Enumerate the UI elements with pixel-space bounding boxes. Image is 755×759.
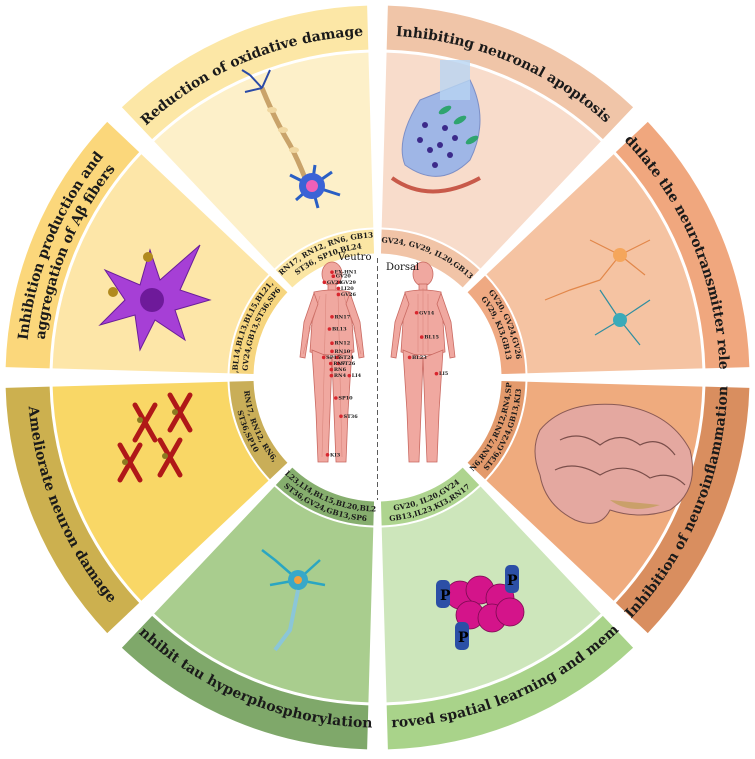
front-point-label-GV29: GV29 xyxy=(341,280,357,286)
outer-band-tau xyxy=(121,615,369,750)
front-point-ST26 xyxy=(336,361,341,366)
front-point-label-EX-HN1: EX-HN1 xyxy=(335,270,357,276)
back-body-figure xyxy=(390,261,456,463)
illustration-band-oxidative xyxy=(154,52,374,269)
front-point-RN12 xyxy=(330,341,334,346)
back-point-label-LI5: LI5 xyxy=(439,371,449,377)
synapse-illustration xyxy=(390,60,481,194)
svg-text:P: P xyxy=(507,573,518,589)
front-point-GV24 xyxy=(322,280,327,285)
front-point-label-RN6: RN6 xyxy=(334,367,347,373)
back-point-GV14 xyxy=(414,310,419,315)
front-point-label-GV26: GV26 xyxy=(341,292,357,298)
front-point-label-LI4: LI4 xyxy=(352,373,362,379)
acupoint-band-oxidative xyxy=(275,229,375,288)
front-point-label-SP10: SP10 xyxy=(338,396,353,402)
acupoint-band-neuron_damage xyxy=(229,380,288,480)
neuron-apoptosis-illustration xyxy=(241,69,341,209)
acupoint-band-tau xyxy=(275,467,375,526)
front-point-SP15 xyxy=(321,355,326,360)
front-point-ST36 xyxy=(339,414,343,419)
illustration-band-neurotransmitter xyxy=(486,154,703,374)
back-point-BL15 xyxy=(419,335,424,339)
front-point-SP10 xyxy=(334,396,338,400)
outer-band-spatial xyxy=(386,615,634,750)
brain-illustration xyxy=(534,403,693,524)
illustration-band-tau xyxy=(154,486,374,703)
front-point-label-KI3: KI3 xyxy=(330,452,341,458)
back-point-label-BL15: BL15 xyxy=(424,335,439,341)
front-point-label-ST36: ST36 xyxy=(343,414,358,420)
front-point-GV29 xyxy=(336,280,341,285)
damaged-neuron-illustration xyxy=(261,549,326,652)
front-point-label-BL13: BL13 xyxy=(332,326,347,332)
front-point-EX-HN1 xyxy=(330,270,334,274)
svg-text:P: P xyxy=(440,588,451,604)
front-point-label-ST26: ST26 xyxy=(341,361,356,367)
illustration-band-neuron_damage xyxy=(52,381,269,601)
front-point-RN4 xyxy=(329,373,334,378)
acupoint-band-neurotransmitter xyxy=(467,275,526,375)
back-point-LI5 xyxy=(434,371,439,376)
back-point-BL23 xyxy=(407,355,412,360)
acupoint-band-apoptosis xyxy=(380,229,480,288)
outer-band-neuroinflammation xyxy=(615,386,750,634)
front-point-RN6 xyxy=(329,367,334,372)
outer-band-neurotransmitter xyxy=(615,121,750,369)
phosphorylated-tau-illustration: P P P xyxy=(436,565,525,650)
front-point-label-LI20: LI20 xyxy=(341,286,354,292)
front-point-label-RN12: RN12 xyxy=(335,341,351,347)
outer-band-neuron_damage xyxy=(5,386,140,634)
amyloid-fiber-illustration xyxy=(117,392,193,483)
front-point-label-SP15: SP15 xyxy=(326,355,341,361)
front-point-label-GV24: GV24 xyxy=(327,280,343,286)
front-point-RN7 xyxy=(328,361,333,366)
microglia-illustration xyxy=(544,239,651,346)
front-point-GV26 xyxy=(336,292,341,297)
front-point-label-RN4: RN4 xyxy=(334,373,347,379)
front-view-label: Veutro xyxy=(337,252,371,263)
front-point-LI4 xyxy=(347,373,352,378)
front-point-label-ST24: ST24 xyxy=(340,355,355,361)
front-point-ST24 xyxy=(335,355,339,360)
front-point-label-RN7: RN7 xyxy=(333,361,346,367)
front-point-label-GV20: GV20 xyxy=(336,274,352,280)
outer-band-abeta xyxy=(5,121,140,369)
front-point-label-RN10: RN10 xyxy=(335,349,351,355)
acupoint-band-abeta xyxy=(229,275,288,375)
acupoint-band-neuroinflammation xyxy=(467,380,526,480)
svg-text:P: P xyxy=(458,630,469,646)
front-point-KI3 xyxy=(325,453,330,457)
acupoint-band-spatial xyxy=(380,467,480,526)
front-point-label-RN17: RN17 xyxy=(335,314,351,320)
front-point-BL13 xyxy=(327,327,332,331)
front-point-RN10 xyxy=(330,349,334,354)
oxidized-cell-illustration xyxy=(98,244,212,352)
front-point-LI20 xyxy=(336,286,341,291)
front-body-figure xyxy=(299,261,365,463)
back-view-label: Dorsal xyxy=(386,262,419,273)
front-point-GV20 xyxy=(331,274,336,279)
front-point-RN17 xyxy=(330,315,334,319)
back-point-label-GV14: GV14 xyxy=(419,310,435,316)
outer-band-apoptosis xyxy=(386,5,634,140)
back-point-label-BL23: BL23 xyxy=(412,355,427,361)
